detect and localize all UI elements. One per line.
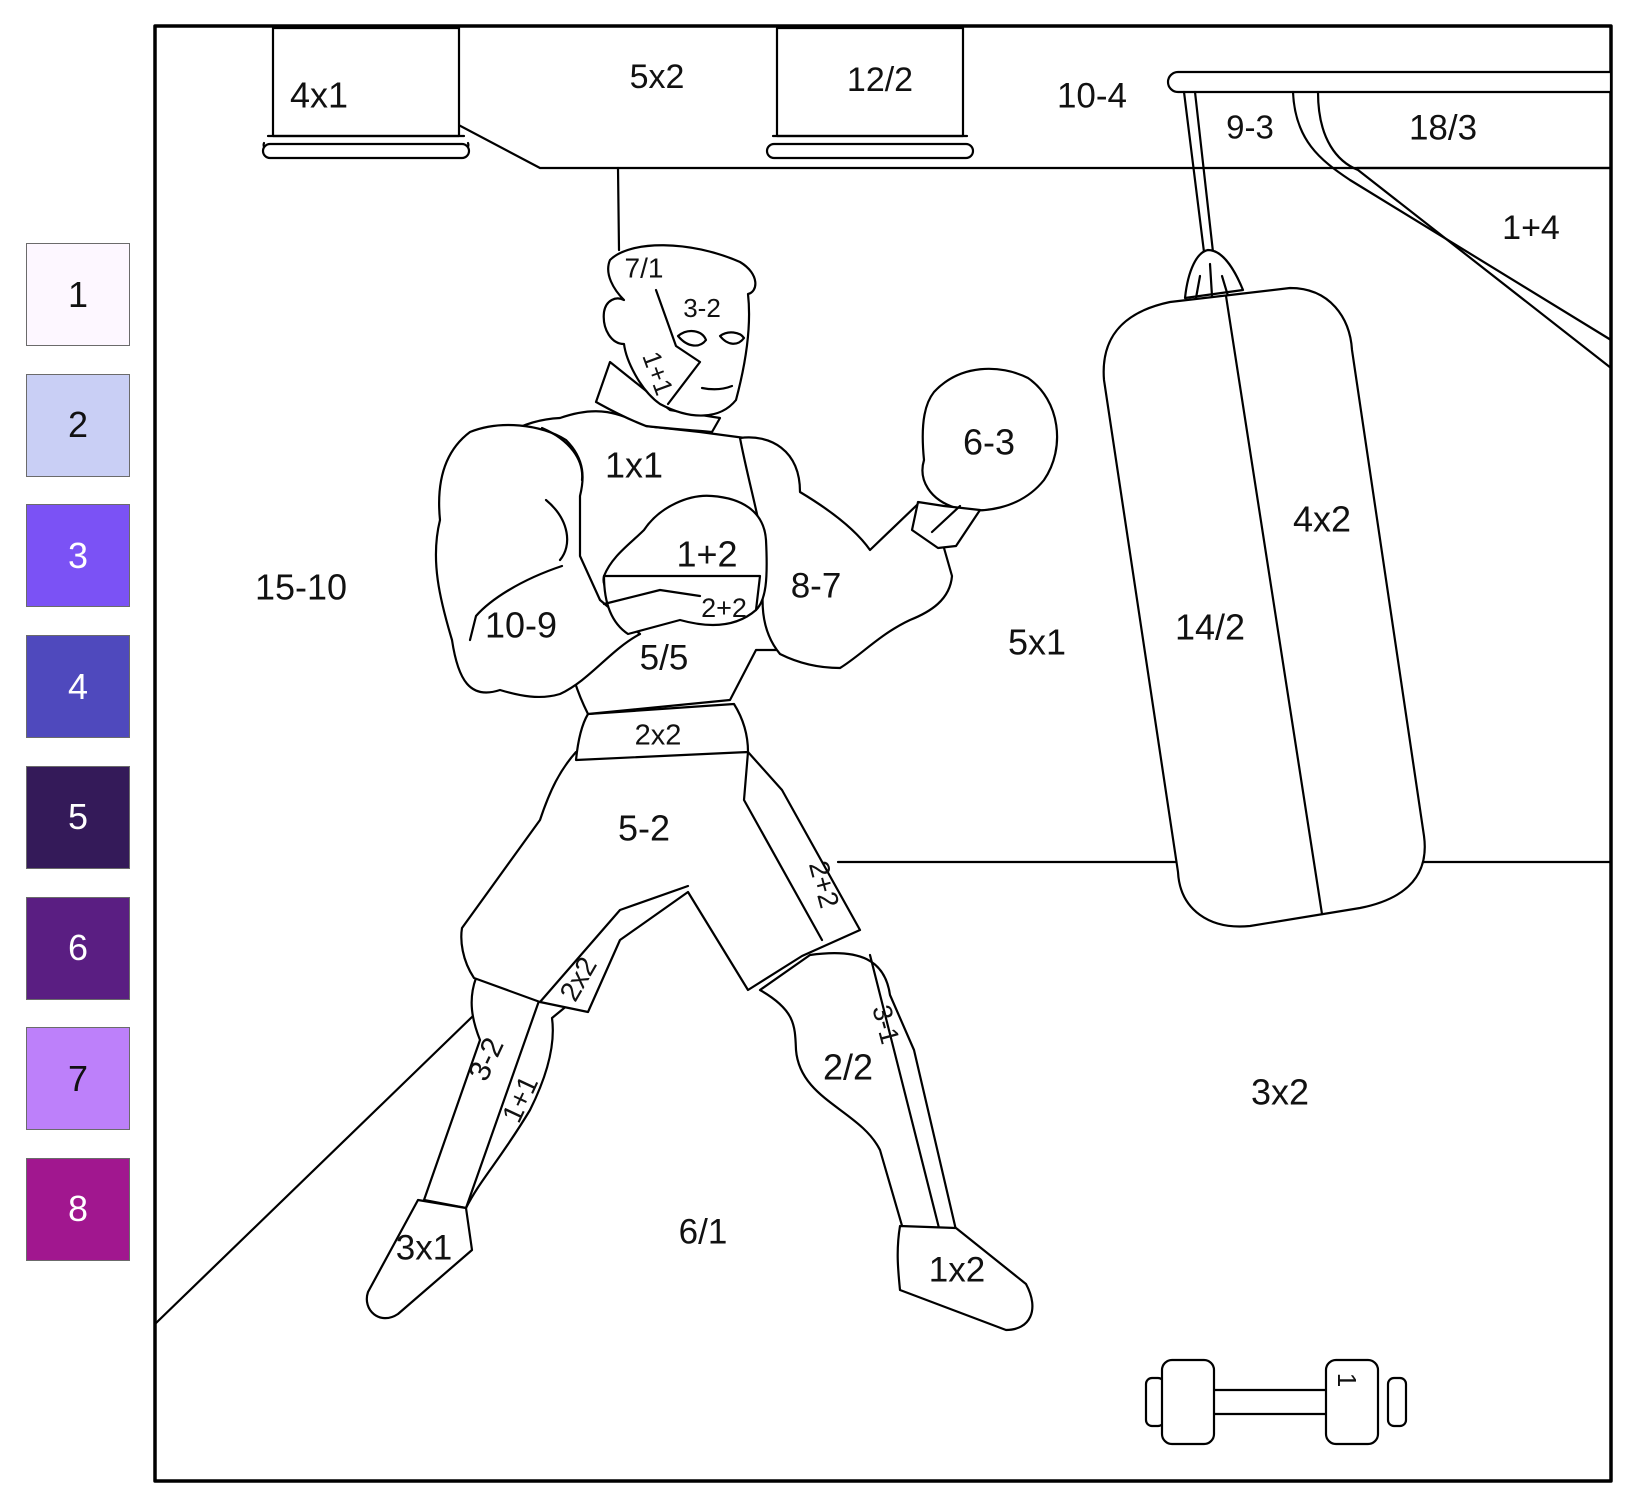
palette-swatch-8[interactable]: 8 [26, 1157, 130, 1261]
palette-swatch-5[interactable]: 5 [26, 765, 130, 869]
shorts[interactable] [460, 750, 862, 1014]
punching-bag[interactable] [1102, 286, 1426, 928]
face-line [654, 288, 702, 406]
region-label-wall-mid: 5x1 [1008, 622, 1066, 663]
window-mid-sill-board[interactable] [765, 142, 975, 160]
glove-raised[interactable] [921, 367, 1059, 512]
mouth [700, 384, 734, 391]
window-mid[interactable] [775, 26, 965, 138]
palette-swatch-number: 1 [67, 273, 89, 315]
leg-right[interactable] [758, 951, 958, 1238]
palette-swatch-number: 3 [67, 534, 89, 576]
region-label-face: 3-2 [683, 293, 721, 323]
shoe-right[interactable] [896, 1224, 1034, 1332]
region-label-rail-a: 9-3 [1226, 109, 1274, 146]
arm-left[interactable] [434, 423, 642, 699]
palette-swatch-number: 7 [67, 1057, 89, 1099]
palette-swatch-number: 8 [67, 1188, 89, 1230]
region-label-bag-right: 4x2 [1293, 499, 1351, 540]
palette-swatch-2[interactable]: 2 [26, 373, 130, 477]
region-label-floor-mid: 6/1 [679, 1212, 728, 1251]
palette-swatch-number: 6 [67, 927, 89, 968]
palette-swatch-6[interactable]: 6 [26, 896, 130, 1000]
dumbbell[interactable] [1144, 1358, 1408, 1446]
region-label-shorts: 5-2 [618, 808, 670, 849]
belt[interactable] [574, 702, 750, 762]
region-label-wall-top-b: 10-4 [1057, 76, 1127, 115]
region-label-arm-left: 10-9 [485, 605, 557, 646]
eye-left [676, 330, 746, 347]
region-label-glove-cuff: 2+2 [701, 593, 747, 623]
region-label-arm-right: 8-7 [791, 566, 842, 605]
region-label-floor-right: 3x2 [1251, 1072, 1309, 1113]
region-label-shoe-left: 3x1 [396, 1228, 452, 1267]
region-label-bag-left: 14/2 [1175, 607, 1245, 648]
region-label-shoe-right: 1x2 [929, 1250, 985, 1289]
region-label-wall-top-a: 5x2 [630, 58, 685, 96]
bag-seam [1224, 294, 1324, 916]
region-label-window-mid: 12/2 [847, 61, 913, 99]
window-left-sill-board[interactable] [261, 142, 471, 160]
shoe-left[interactable] [365, 1198, 474, 1320]
region-label-rail-b: 18/3 [1409, 108, 1477, 147]
region-label-glove-raised: 6-3 [963, 422, 1015, 463]
region-label-belt: 2x2 [635, 720, 682, 752]
region-label-dumbbell-weight: 1 [1332, 1373, 1362, 1387]
head[interactable] [602, 244, 757, 417]
region-label-glove-front: 1+2 [676, 534, 737, 575]
glove-front-cuff[interactable] [602, 574, 762, 636]
window-left[interactable] [271, 26, 461, 138]
region-label-wall-right: 1+4 [1502, 209, 1560, 247]
bag-hook[interactable] [1183, 248, 1245, 300]
palette-swatch-number: 5 [67, 796, 89, 838]
region-label-chest: 1x1 [605, 445, 663, 486]
glove-raised-cuff[interactable] [910, 500, 982, 550]
region-label-leg-right: 2/2 [823, 1047, 873, 1088]
palette-swatch-number: 4 [67, 665, 89, 707]
region-label-wall-left: 15-10 [255, 567, 347, 608]
leg-left[interactable] [422, 976, 576, 1210]
floor-line-left [153, 1014, 475, 1326]
rail-bar[interactable] [1166, 70, 1613, 94]
palette-swatch-number: 2 [67, 404, 89, 446]
palette-swatch-1[interactable]: 1 [26, 243, 130, 346]
region-label-window-left: 4x1 [290, 75, 348, 116]
palette-swatch-3[interactable]: 3 [26, 504, 130, 608]
palette-swatch-4[interactable]: 4 [26, 635, 130, 739]
region-label-belly: 5/5 [640, 638, 689, 677]
region-label-hair: 7/1 [625, 252, 664, 283]
palette-swatch-7[interactable]: 7 [26, 1027, 130, 1131]
